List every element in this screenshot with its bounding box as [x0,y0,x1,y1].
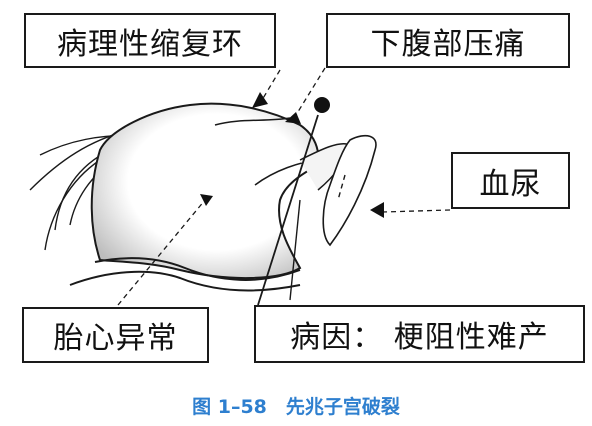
figure-caption: 图 1–58 先兆子宫破裂 [192,396,400,418]
pointer-lines [117,67,451,306]
bladder-dash [337,174,346,201]
uterus-body [90,102,320,279]
canal-line-2 [289,199,301,301]
arrow-heads [200,92,384,218]
label-pathological-ring: 病理性缩复环 [24,13,276,68]
ring-line [214,117,291,126]
pain-point-dot [314,97,330,113]
label-hematuria: 血尿 [451,152,570,209]
label-lower-abdominal-pain: 下腹部压痛 [326,13,570,68]
label-cause: 病因： 梗阻性难产 [254,305,585,363]
bladder [322,134,377,247]
label-fetal-heart-abnormal: 胎心异常 [22,307,209,363]
canal-line [257,114,319,306]
